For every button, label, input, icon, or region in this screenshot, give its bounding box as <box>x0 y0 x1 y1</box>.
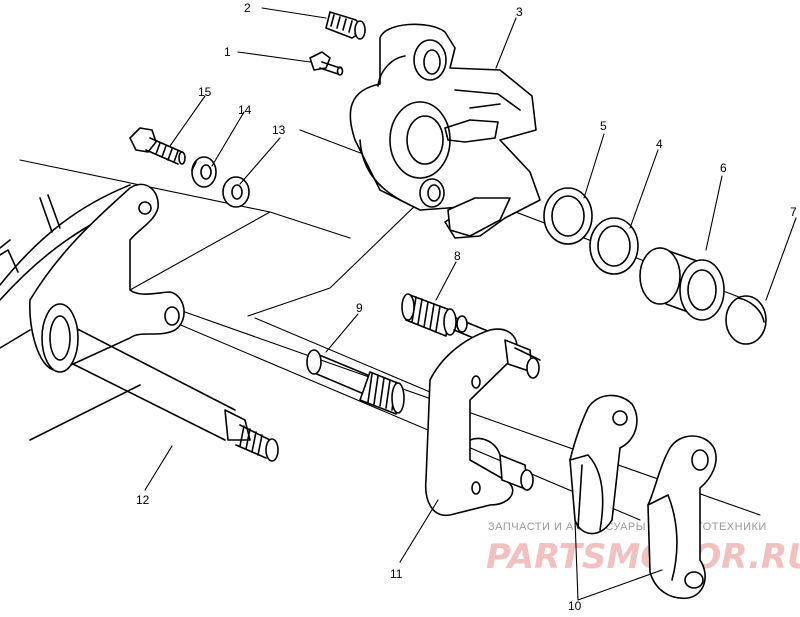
brake-pad-outer-10 <box>647 435 717 599</box>
callout-4: 4 <box>656 137 663 151</box>
callout-5: 5 <box>600 119 607 133</box>
callout-12: 12 <box>136 493 150 507</box>
bolt-15 <box>129 127 186 165</box>
callout-9: 9 <box>356 301 363 315</box>
bleeder-screw-1 <box>309 51 344 76</box>
callout-11: 11 <box>390 567 403 581</box>
callout-labels: 2 1 3 15 14 13 5 4 6 7 8 9 12 11 10 <box>136 1 797 613</box>
callout-14: 14 <box>238 103 252 117</box>
guide-pin-8 <box>401 293 501 349</box>
watermark: ЗАПЧАСТИ И АКСЕССУАРЫ ДЛЯ МОТОТЕХНИКИ PA… <box>486 521 800 577</box>
callout-2: 2 <box>244 1 251 15</box>
callout-15: 15 <box>198 85 212 99</box>
callout-1: 1 <box>224 45 231 59</box>
cap-7 <box>725 295 767 345</box>
brake-pad-inner-10 <box>569 394 638 535</box>
watermark-subtitle: ЗАПЧАСТИ И АКСЕССУАРЫ ДЛЯ МОТОТЕХНИКИ <box>488 521 767 533</box>
callout-7: 7 <box>790 205 797 219</box>
flat-washer-13 <box>222 176 250 208</box>
callout-13: 13 <box>272 123 286 137</box>
caliper-bracket-11 <box>424 328 541 516</box>
watermark-site: PARTSMOTOR.RU <box>486 537 800 577</box>
seal-5 <box>543 187 593 245</box>
callout-3: 3 <box>516 5 523 19</box>
piston-6 <box>639 247 725 321</box>
lock-washer-14 <box>191 156 217 188</box>
leader-lines <box>144 7 797 601</box>
callout-6: 6 <box>720 161 727 175</box>
caliper-body-3 <box>349 23 541 239</box>
guide-pin-9 <box>306 349 405 415</box>
callout-8: 8 <box>454 249 461 263</box>
dust-seal-4 <box>589 217 639 275</box>
bleeder-plug-2 <box>325 11 366 40</box>
callout-10: 10 <box>568 599 582 612</box>
mounting-bracket-arm <box>29 183 279 462</box>
